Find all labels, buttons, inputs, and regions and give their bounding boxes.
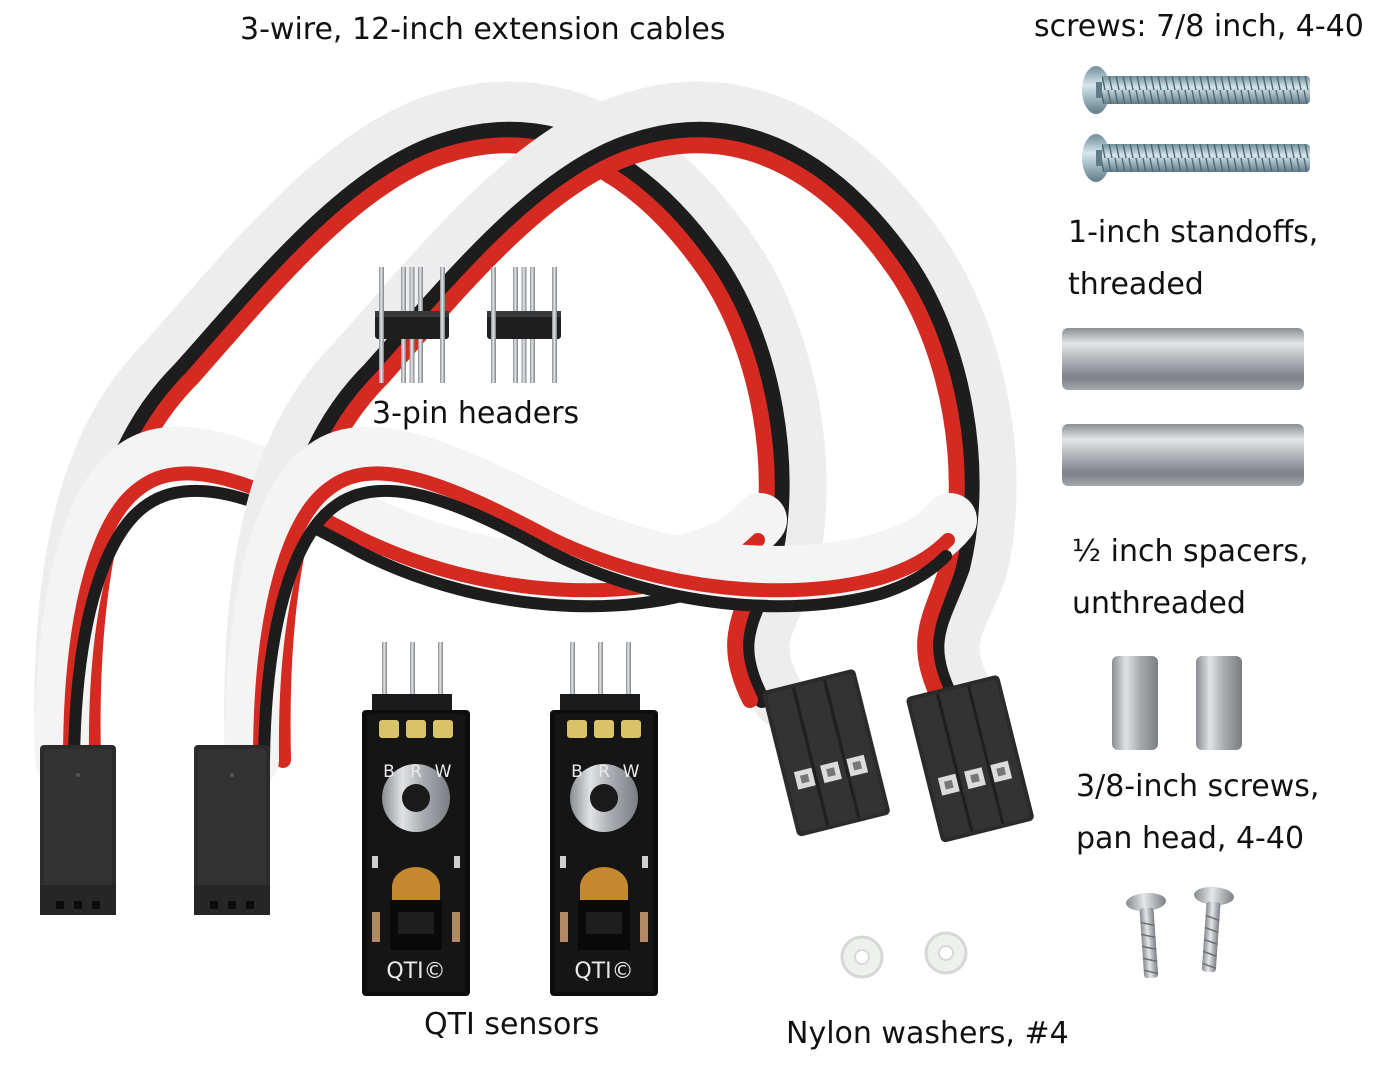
cable-connector-right-end-1 xyxy=(759,666,893,839)
label-pin-headers: 3-pin headers xyxy=(372,396,580,431)
cable-connector-left-end-1 xyxy=(40,745,116,915)
pin-header-2 xyxy=(487,267,561,383)
qti-sensor-2: B R W QTI© xyxy=(550,642,658,996)
sensor-pin-label-r: R xyxy=(598,762,610,782)
label-screws-long: screws: 7/8 inch, 4-40 xyxy=(1034,9,1364,44)
sensor-pin-label-b: B xyxy=(383,762,395,782)
label-qti-sensors: QTI sensors xyxy=(424,1007,600,1042)
cable-connector-left-end-2 xyxy=(194,745,270,915)
screw-short-2 xyxy=(1187,884,1236,974)
sensor-pin-label-w: W xyxy=(435,762,452,782)
spacer-1 xyxy=(1112,656,1158,750)
label-spacers-line1: ½ inch spacers, xyxy=(1072,534,1309,569)
sensor-brand-label: QTI© xyxy=(574,959,633,984)
screw-long-2 xyxy=(1082,134,1310,182)
label-nylon-washers: Nylon washers, #4 xyxy=(786,1016,1069,1051)
spacer-2 xyxy=(1196,656,1242,750)
extension-cable-left xyxy=(61,109,799,760)
screw-short-1 xyxy=(1124,890,1173,980)
sensor-brand-label: QTI© xyxy=(386,959,445,984)
sensor-pin-label-r: R xyxy=(410,762,422,782)
cable-connector-right-end-2 xyxy=(903,672,1037,845)
label-standoffs-line2: threaded xyxy=(1068,267,1204,302)
label-screws-short-line2: pan head, 4-40 xyxy=(1076,821,1305,856)
standoff-2 xyxy=(1062,424,1304,486)
sensor-pin-label-w: W xyxy=(623,762,640,782)
qti-sensor-1: B R W QTI© xyxy=(362,642,470,996)
sensor-pin-label-b: B xyxy=(571,762,583,782)
nylon-washer-1 xyxy=(840,935,884,979)
nylon-washer-2 xyxy=(924,931,968,975)
label-standoffs-line1: 1-inch standoffs, xyxy=(1068,215,1319,250)
label-extension-cables: 3-wire, 12-inch extension cables xyxy=(240,12,726,47)
label-spacers-line2: unthreaded xyxy=(1072,586,1246,621)
screw-long-1 xyxy=(1082,66,1310,114)
label-screws-short-line1: 3/8-inch screws, xyxy=(1076,769,1320,804)
standoff-1 xyxy=(1062,328,1304,390)
